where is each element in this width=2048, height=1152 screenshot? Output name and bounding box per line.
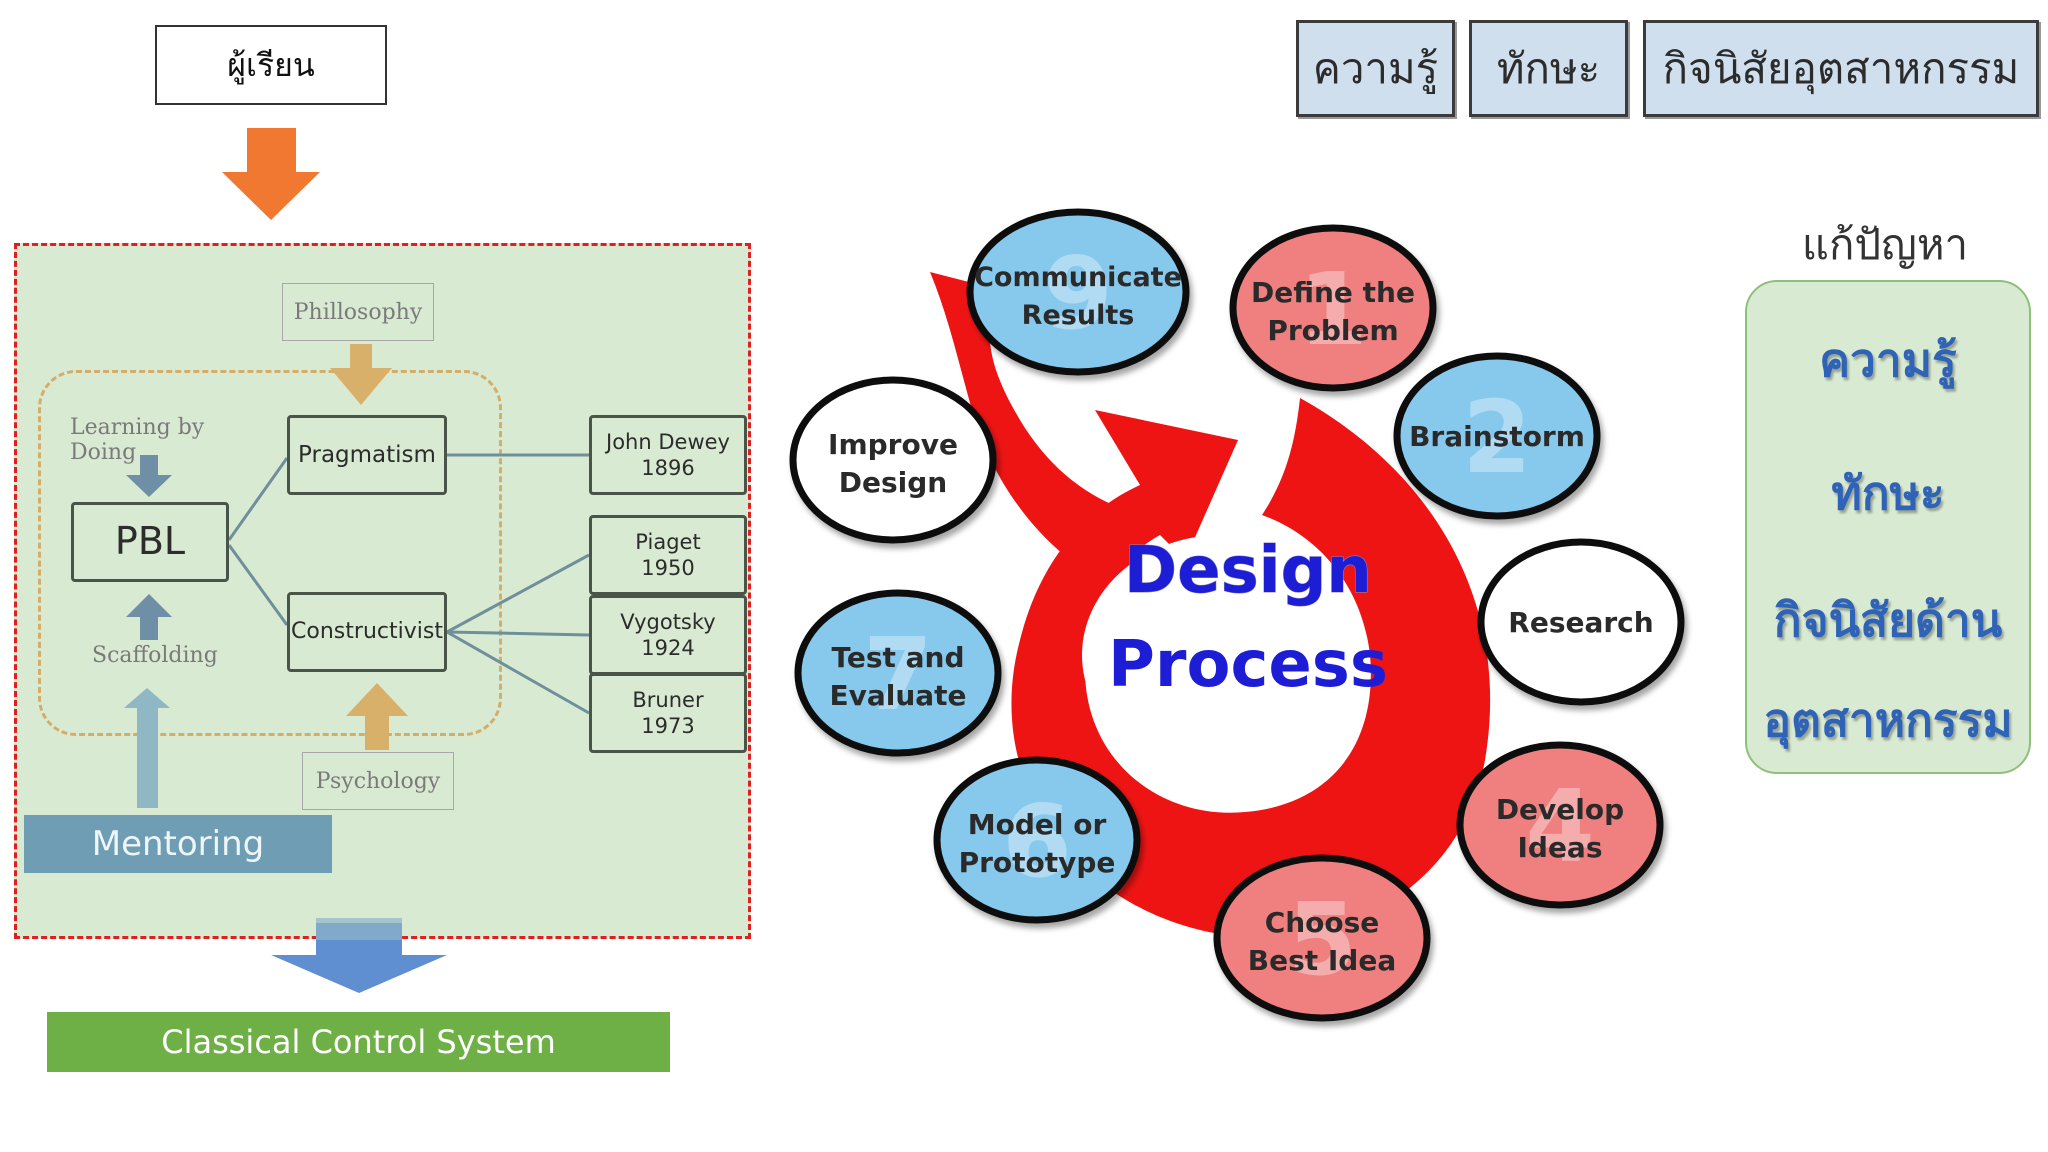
constructivist-label: Constructivist — [291, 619, 443, 645]
design-step-label: Evaluate — [829, 679, 966, 712]
philosophy-box: Phillosophy — [282, 283, 434, 341]
design-step-circle — [789, 376, 997, 544]
tab-knowledge-label: ความรู้ — [1312, 43, 1439, 93]
person-name: Bruner — [632, 687, 704, 712]
outcome-habit-line2: อุตสาหกรรม — [1763, 692, 2013, 747]
classical-label: Classical Control System — [161, 1023, 556, 1061]
design-step-circle — [1477, 538, 1685, 706]
pbl-inner-dashed-frame — [38, 370, 502, 736]
design-step-number: 7 — [863, 616, 933, 733]
design-step-label: Choose — [1265, 906, 1380, 939]
pragmatism-box: Pragmatism — [287, 415, 447, 495]
design-step-number: 9 — [1043, 235, 1113, 352]
design-step-circle — [933, 756, 1141, 924]
person-year: 1924 — [641, 636, 695, 660]
design-step-label: Define the — [1251, 276, 1415, 309]
design-step-label: Develop — [1496, 793, 1624, 826]
design-step-circle — [966, 208, 1190, 376]
design-step-number: 4 — [1525, 768, 1595, 885]
person-name: Vygotsky — [620, 609, 716, 634]
classical-down-arrow — [271, 923, 447, 993]
design-step-number: 8 — [858, 403, 928, 520]
pragmatism-label: Pragmatism — [298, 441, 436, 468]
mentoring-label: Mentoring — [91, 824, 265, 864]
mentoring-bar: Mentoring — [24, 815, 332, 873]
design-step-label: Ideas — [1517, 831, 1602, 864]
pbl-box: PBL — [71, 502, 229, 582]
outcomes-panel — [1745, 280, 2031, 774]
design-step-circle — [1456, 741, 1664, 909]
design-title-line2: Process — [1108, 628, 1388, 702]
tab-skill-label: ทักษะ — [1496, 43, 1601, 93]
design-step-label: Results — [1022, 300, 1135, 331]
tab-skill: ทักษะ — [1469, 20, 1628, 117]
psychology-box: Psychology — [302, 752, 454, 810]
pbl-label: PBL — [114, 519, 186, 564]
person-box-dewey: John Dewey 1896 — [589, 415, 747, 495]
problem-solving-heading: แก้ปัญหา — [1801, 220, 1969, 269]
design-title-line1: Design — [1124, 534, 1372, 608]
design-step-number: 3 — [1546, 565, 1616, 682]
person-year: 1950 — [641, 556, 695, 580]
person-year: 1973 — [641, 714, 695, 738]
person-box-bruner: Bruner 1973 — [589, 673, 747, 753]
tab-habit-label: กิจนิสัยอุตสาหกรรม — [1662, 43, 2020, 93]
design-step-number: 6 — [1002, 783, 1072, 900]
design-step-circle — [1393, 352, 1601, 520]
psychology-label: Psychology — [315, 768, 441, 794]
design-step-label: Improve — [828, 428, 958, 461]
design-step-label: Communicate — [974, 262, 1182, 293]
outcome-skill: ทักษะ — [1831, 465, 1945, 520]
design-step-label: Design — [839, 466, 947, 499]
design-step-label: Best Idea — [1248, 944, 1396, 977]
outcome-knowledge: ความรู้ — [1819, 332, 1957, 387]
tab-knowledge: ความรู้ — [1296, 20, 1455, 117]
mentoring-up-arrow — [124, 688, 170, 808]
design-step-label: Model or — [968, 808, 1107, 841]
person-year: 1896 — [641, 456, 695, 480]
design-step-label: Research — [1508, 606, 1653, 639]
learner-down-arrow — [222, 128, 320, 220]
psychology-up-arrow — [346, 683, 408, 750]
person-name: Piaget — [635, 529, 701, 554]
person-box-vygotsky: Vygotsky 1924 — [589, 595, 747, 675]
outcome-habit-line1: กิจนิสัยด้าน — [1773, 592, 2003, 647]
design-step-label: Problem — [1267, 314, 1398, 347]
design-step-label: Prototype — [959, 846, 1116, 879]
scaffolding-label: Scaffolding — [92, 643, 218, 668]
design-step-label: Brainstorm — [1409, 420, 1585, 453]
learner-box: ผู้เรียน — [155, 25, 387, 105]
design-step-label: Test and — [831, 641, 964, 674]
classical-control-system-bar: Classical Control System — [47, 1012, 670, 1072]
philosophy-down-arrow — [330, 344, 392, 405]
person-name: John Dewey — [606, 429, 730, 454]
learning-by-doing-label: Learning by Doing — [70, 415, 205, 465]
learner-label: ผู้เรียน — [227, 45, 315, 84]
design-step-number: 2 — [1462, 379, 1532, 496]
design-step-circle — [794, 589, 1002, 757]
design-center-hole — [1082, 535, 1362, 775]
tab-industrial-habit: กิจนิสัยอุตสาหกรรม — [1643, 20, 2039, 117]
philosophy-label: Phillosophy — [293, 299, 423, 325]
design-arrow-tail — [930, 272, 1140, 600]
constructivist-box: Constructivist — [287, 592, 447, 672]
design-step-number: 1 — [1298, 251, 1368, 368]
design-step-circle — [1229, 224, 1437, 392]
scaffolding-up-arrow — [126, 594, 172, 640]
design-step-circle — [1213, 854, 1431, 1022]
learning-down-arrow — [126, 455, 172, 497]
person-box-piaget: Piaget 1950 — [589, 515, 747, 595]
design-step-number: 5 — [1287, 881, 1357, 998]
